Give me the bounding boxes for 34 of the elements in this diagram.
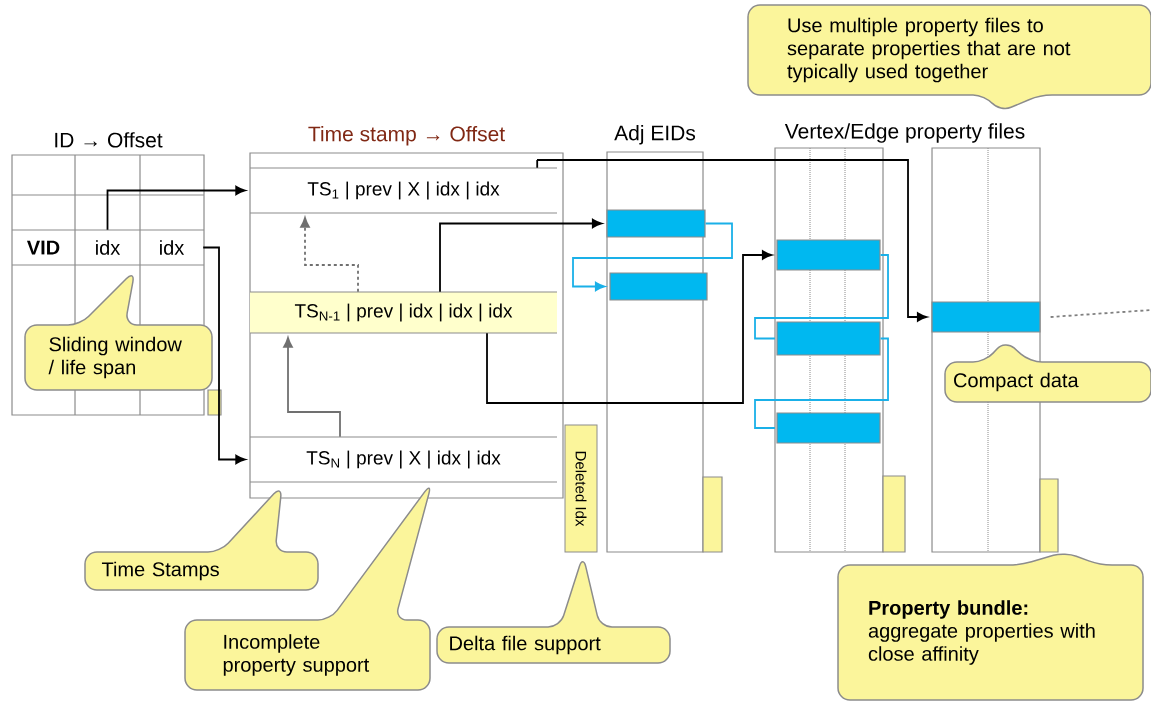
column-heading: Vertex/Edge property files xyxy=(784,123,1025,143)
node-label: Adj EIDs xyxy=(614,124,696,145)
callout: Time Stamps xyxy=(84,490,319,591)
node-label: ID → Offset xyxy=(55,132,163,148)
callout: Compact data xyxy=(944,344,1151,403)
data-block xyxy=(606,209,706,238)
node-label: Time stamp → Offset xyxy=(308,125,505,146)
data-block xyxy=(776,239,881,271)
arrow xyxy=(486,250,773,404)
data-block xyxy=(776,321,881,356)
arrow xyxy=(439,218,603,293)
bundle-bar xyxy=(702,476,723,553)
arrow xyxy=(300,217,359,293)
table-cell: idx xyxy=(96,240,121,255)
arrow xyxy=(572,222,733,292)
arrow xyxy=(106,185,246,231)
arrow xyxy=(283,337,341,438)
property-file xyxy=(774,147,884,553)
bundle-bar xyxy=(1039,478,1059,553)
arrow xyxy=(536,159,928,322)
callout: Use multiple property files to separate properties that are not typically used together xyxy=(747,4,1151,110)
deleted-index-bar: Deleted Idx xyxy=(564,424,598,553)
data-block xyxy=(609,272,708,301)
timestamp-row: TS$_{1}$ | prev | X | idx | idx xyxy=(249,167,558,214)
table-cell: VID xyxy=(26,240,60,255)
timestamp-row: TS$_{N}$ | prev | X | idx | idx xyxy=(249,436,558,483)
arrow xyxy=(202,246,246,465)
timestamp-row: TS$_{N-1}$ | prev | idx | idx | idx xyxy=(249,291,558,334)
bundle-bar xyxy=(882,475,906,553)
table-cell: idx xyxy=(160,240,185,255)
data-block xyxy=(776,412,881,444)
callout: Property bundle: aggregate properties with close affinity xyxy=(837,553,1144,701)
data-block xyxy=(931,301,1041,333)
callout: Delta file support xyxy=(436,561,671,664)
